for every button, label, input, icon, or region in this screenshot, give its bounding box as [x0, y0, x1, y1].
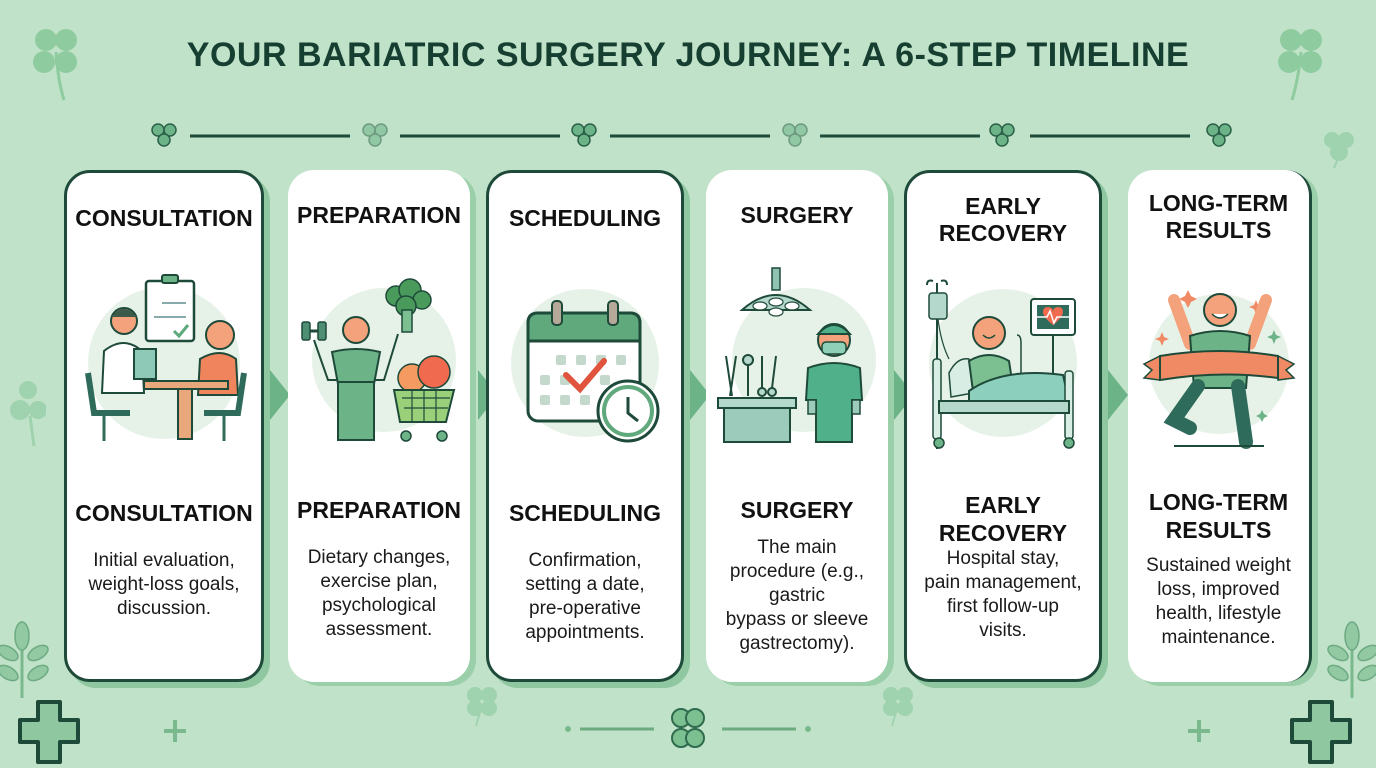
- step-title: SCHEDULING: [508, 205, 662, 231]
- celebration-finish-line-icon: [1141, 290, 1296, 449]
- surgeon-operating-room-icon: [717, 267, 876, 443]
- clover-decoration-icon: [33, 29, 77, 101]
- exercise-nutrition-icon: [301, 278, 456, 442]
- top-clover-divider: [151, 123, 1232, 147]
- chevron-right-icon: [1108, 370, 1128, 420]
- step-card-consultation: CONSULTATION CONSULTATION Initial evalua…: [64, 170, 264, 682]
- step-heading: EARLY RECOVERY: [938, 492, 1068, 546]
- step-card-early-recovery: EARLY RECOVERY EARLY RECOVERY Hospital s…: [904, 170, 1102, 682]
- plus-sign-icon: [1188, 720, 1210, 742]
- clover-decoration-icon: [883, 687, 913, 727]
- medical-cross-icon: [18, 700, 80, 764]
- step-description: Confirmation, setting a date, pre-operat…: [525, 550, 645, 643]
- calendar-clock-icon: [511, 289, 660, 443]
- plus-sign-icon: [164, 720, 186, 742]
- medical-cross-icon: [1290, 700, 1352, 764]
- step-title: LONG-TERM RESULTS: [1148, 190, 1289, 243]
- step-description: Initial evaluation, weight-loss goals, d…: [88, 550, 240, 619]
- step-title: SURGERY: [740, 202, 854, 228]
- leaf-sprig-icon: [1327, 621, 1376, 698]
- step-description: Dietary changes, exercise plan, psycholo…: [307, 547, 451, 640]
- step-card-long-term-results: LONG-TERM RESULTS LONG-TERM RESULTS Sust…: [1128, 170, 1312, 682]
- step-title: CONSULTATION: [75, 205, 253, 231]
- step-card-surgery: SURGERY SURGERY The main procedure (e.g.…: [706, 170, 888, 682]
- leaf-sprig-icon: [0, 621, 49, 698]
- step-description: The main procedure (e.g., gastric bypass…: [725, 537, 869, 654]
- step-card-scheduling: SCHEDULING SCHEDULING Confirmation, sett…: [486, 170, 684, 682]
- step-heading: LONG-TERM RESULTS: [1148, 489, 1289, 543]
- clover-decoration-icon: [467, 687, 497, 727]
- clover-decoration-icon: [1278, 29, 1322, 101]
- doctor-consultation-icon: [85, 274, 247, 441]
- chevron-right-icon: [690, 370, 710, 420]
- page-title: YOUR BARIATRIC SURGERY JOURNEY: A 6-STEP…: [186, 36, 1190, 74]
- chevron-right-icon: [270, 370, 290, 420]
- step-heading: CONSULTATION: [75, 500, 253, 526]
- step-heading: SCHEDULING: [508, 500, 662, 526]
- step-description: Hospital stay, pain management, first fo…: [924, 548, 1082, 641]
- step-card-preparation: PREPARATION PREPARATION Dietary changes,…: [288, 170, 470, 682]
- clover-decoration-icon: [1324, 132, 1354, 169]
- hospital-bed-icon: [926, 279, 1077, 449]
- step-description: Sustained weight loss, improved health, …: [1146, 555, 1291, 648]
- clover-decoration-icon: [10, 381, 46, 447]
- step-heading: PREPARATION: [297, 497, 461, 523]
- step-title: PREPARATION: [297, 202, 461, 228]
- bottom-divider-clover-icon: [565, 708, 811, 748]
- step-heading: SURGERY: [740, 497, 854, 523]
- step-title: EARLY RECOVERY: [938, 193, 1068, 246]
